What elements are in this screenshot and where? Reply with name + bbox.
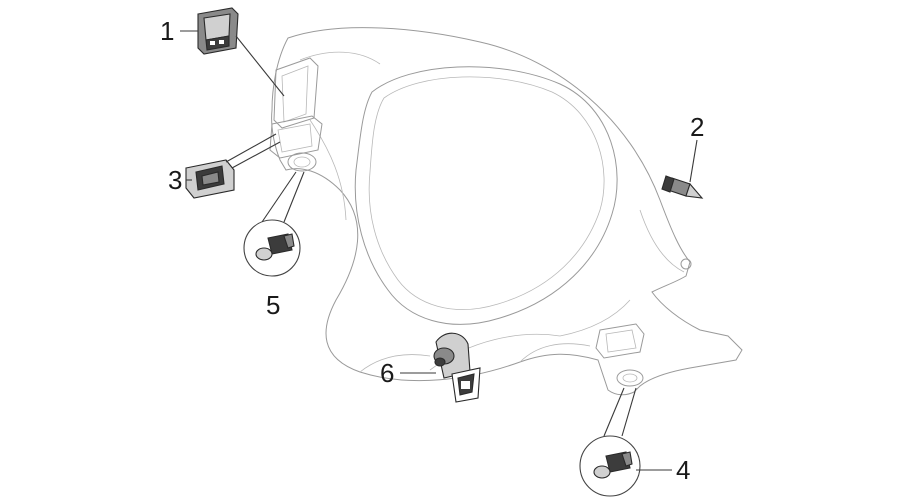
callout-6: 6 <box>380 358 394 388</box>
part-3-switch[interactable] <box>185 159 235 199</box>
leader-4-a <box>603 387 625 437</box>
part-4-button[interactable] <box>593 451 633 479</box>
part-5-button[interactable] <box>255 233 295 261</box>
callout-3: 3 <box>168 165 182 195</box>
leader-5-b <box>283 171 305 223</box>
leader-5-a <box>261 171 297 223</box>
callout-2: 2 <box>690 112 704 142</box>
part-1-switch[interactable] <box>197 7 239 55</box>
leader-2 <box>689 139 698 183</box>
callout-4: 4 <box>676 455 690 485</box>
leader-4-b <box>621 387 637 437</box>
leader-3-a <box>225 133 277 163</box>
handlebar-cover-housing <box>269 27 743 396</box>
part-2-bulb[interactable] <box>661 175 704 199</box>
callout-1: 1 <box>160 16 174 46</box>
leader-3-b <box>231 141 281 169</box>
callout-5: 5 <box>266 290 280 320</box>
part-6-ignition[interactable] <box>433 332 481 403</box>
leader-1-to-pod <box>235 35 285 97</box>
